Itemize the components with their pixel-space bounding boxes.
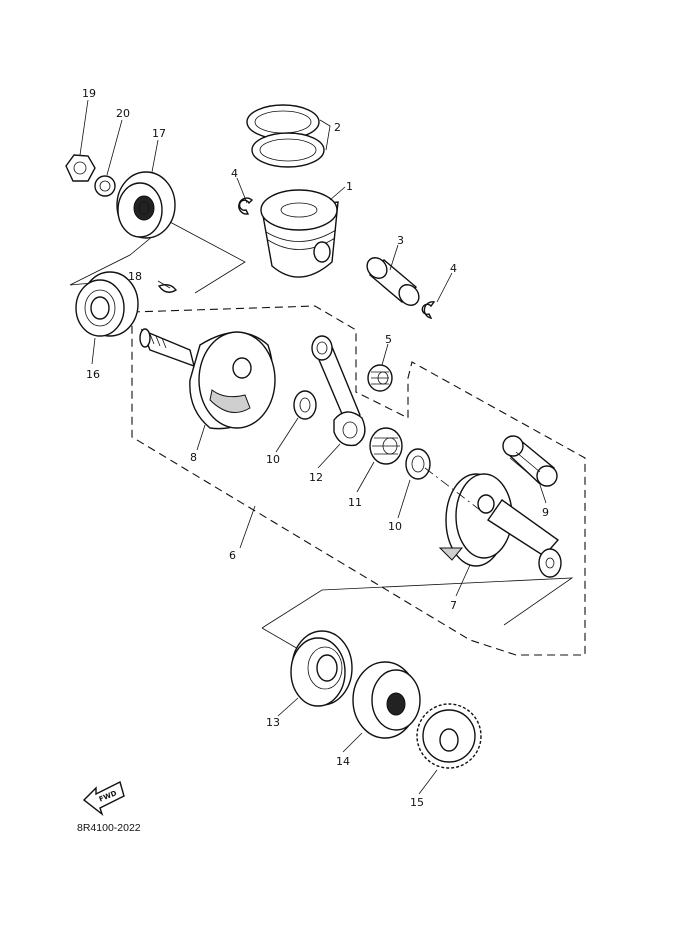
callout-15: 15 bbox=[410, 796, 424, 809]
piston-part-1 bbox=[260, 189, 339, 278]
leader-lines bbox=[79, 99, 547, 795]
callout-11: 11 bbox=[348, 496, 362, 509]
crank-left-part-8 bbox=[139, 328, 276, 430]
fwd-arrow-badge: FWD bbox=[82, 780, 125, 816]
callout-6: 6 bbox=[229, 549, 236, 562]
callout-7: 7 bbox=[450, 599, 457, 612]
thrust-washer-part-10-right bbox=[405, 448, 431, 480]
callout-1: 1 bbox=[346, 180, 353, 193]
needle-bearing-part-5 bbox=[367, 364, 393, 392]
callout-13: 13 bbox=[266, 716, 280, 729]
needle-bearing-part-11 bbox=[369, 427, 403, 465]
bearing-part-13 bbox=[290, 630, 353, 707]
callout-4-upper: 4 bbox=[231, 167, 238, 180]
crank-right-part-7 bbox=[438, 473, 562, 578]
key-part-18 bbox=[157, 283, 178, 293]
crankshaft-assembly-outline bbox=[131, 305, 586, 656]
callout-10-left: 10 bbox=[266, 453, 280, 466]
callout-4-lower: 4 bbox=[450, 262, 457, 275]
callout-18: 18 bbox=[128, 270, 142, 283]
callout-9: 9 bbox=[542, 506, 549, 519]
callout-2: 2 bbox=[334, 121, 341, 134]
callout-10-right: 10 bbox=[388, 520, 402, 533]
callout-12: 12 bbox=[309, 471, 323, 484]
connecting-rod-part-12 bbox=[311, 335, 366, 447]
callout-3: 3 bbox=[397, 234, 404, 247]
lower-bearing-group-outline bbox=[261, 577, 574, 651]
callout-14: 14 bbox=[336, 755, 350, 768]
piston-pin-part-3 bbox=[366, 257, 420, 306]
gear-part-15 bbox=[416, 703, 482, 769]
oil-seal-part-14 bbox=[352, 661, 421, 739]
callout-19: 19 bbox=[82, 87, 96, 100]
callout-16: 16 bbox=[86, 368, 100, 381]
callout-20: 20 bbox=[116, 107, 130, 120]
callout-17: 17 bbox=[152, 127, 166, 140]
crank-pin-axis-line bbox=[424, 467, 481, 511]
drawing-code: 8R4100-2022 bbox=[77, 822, 141, 834]
circlip-part-4-lower bbox=[421, 301, 436, 319]
callout-labels: 19 20 17 2 4 1 3 4 18 5 16 8 10 12 11 9 … bbox=[82, 87, 549, 809]
bearing-part-16 bbox=[75, 271, 139, 337]
piston-rings-part-2 bbox=[246, 104, 325, 168]
thrust-washer-part-10-left bbox=[293, 390, 317, 420]
callout-8: 8 bbox=[190, 451, 197, 464]
oil-seal-part-17 bbox=[116, 171, 176, 239]
nut-part-19 bbox=[65, 154, 96, 182]
washer-part-20 bbox=[94, 175, 116, 197]
callout-5: 5 bbox=[385, 333, 392, 346]
crank-pin-part-9 bbox=[502, 435, 558, 487]
circlip-part-4-upper bbox=[238, 197, 254, 215]
